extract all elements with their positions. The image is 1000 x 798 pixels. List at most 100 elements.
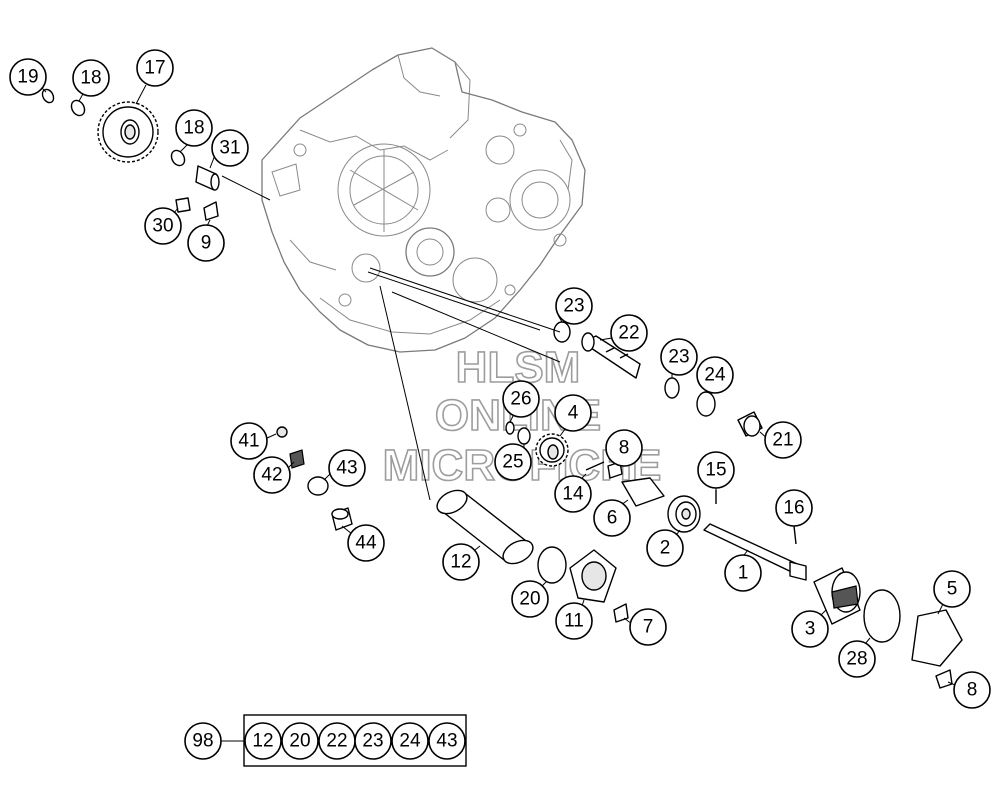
callout-20[interactable]: 20 [511,580,549,618]
svg-text:8: 8 [967,680,978,701]
svg-text:2: 2 [660,538,671,559]
svg-text:6: 6 [607,508,618,529]
svg-text:42: 42 [261,465,282,486]
svg-text:23: 23 [362,731,383,752]
plug-part-2 [331,507,353,531]
svg-text:8: 8 [619,438,630,459]
callout-22[interactable]: 22 [610,314,648,352]
callout-30[interactable]: 30 [144,207,182,245]
pin-part-3 [793,525,797,545]
kit-item-22[interactable]: 22 [318,722,356,760]
callout-12[interactable]: 12 [442,543,480,581]
svg-text:14: 14 [562,484,584,505]
svg-text:98: 98 [192,731,213,752]
callout-23-b[interactable]: 23 [660,338,698,376]
svg-text:5: 5 [947,579,958,600]
o-ring-part-3 [696,391,716,417]
svg-text:44: 44 [355,533,377,554]
callout-5[interactable]: 5 [933,570,971,608]
kit-item-23[interactable]: 23 [354,722,392,760]
svg-text:18: 18 [80,68,101,89]
svg-text:26: 26 [510,389,531,410]
svg-text:21: 21 [772,430,793,451]
svg-text:30: 30 [152,216,173,237]
callout-15[interactable]: 15 [697,451,735,489]
callout-7[interactable]: 7 [629,608,667,646]
callout-43[interactable]: 43 [328,449,366,487]
o-ring-part-4 [537,546,567,584]
filter-part [436,489,534,565]
callout-24[interactable]: 24 [696,356,734,394]
circlip-part-2 [505,421,515,435]
sleeve-part [195,165,220,191]
callout-19[interactable]: 19 [9,58,47,96]
callout-44[interactable]: 44 [347,524,385,562]
callout-18-b[interactable]: 18 [175,109,213,147]
callout-11[interactable]: 11 [555,602,593,640]
svg-text:22: 22 [326,731,347,752]
callout-41[interactable]: 41 [230,422,268,460]
svg-text:18: 18 [183,118,204,139]
kit-item-43[interactable]: 43 [428,722,466,760]
plate-part [621,477,665,507]
svg-text:20: 20 [289,731,310,752]
svg-text:23: 23 [563,296,584,317]
svg-text:9: 9 [201,233,212,254]
svg-text:15: 15 [705,460,726,481]
callout-17[interactable]: 17 [136,49,174,87]
callout-9[interactable]: 9 [187,224,225,262]
crankcase-illustration [261,47,586,353]
gear-part [97,101,159,163]
callout-8[interactable]: 8 [605,429,643,467]
plug-part [737,411,763,437]
part-drawings [41,88,963,689]
callout-28[interactable]: 28 [838,640,876,678]
svg-text:4: 4 [568,403,579,424]
callout-14[interactable]: 14 [554,475,592,513]
callout-23[interactable]: 23 [555,287,593,325]
callout-3[interactable]: 3 [791,610,829,648]
o-ring-part-2 [664,377,680,399]
callout-25[interactable]: 25 [494,443,532,481]
callout-16[interactable]: 16 [775,489,813,527]
svg-text:20: 20 [519,589,540,610]
svg-text:11: 11 [564,611,584,632]
svg-text:1: 1 [738,563,749,584]
svg-text:23: 23 [668,347,689,368]
callout-6[interactable]: 6 [593,499,631,537]
kit-item-12[interactable]: 12 [244,722,282,760]
svg-text:24: 24 [399,731,421,752]
svg-text:28: 28 [846,649,867,670]
seal-ring-part [307,476,329,496]
filter-cover-part [569,549,617,603]
callout-2[interactable]: 2 [646,529,684,567]
pump-shaft-part [703,523,807,581]
callout-31[interactable]: 31 [211,129,249,167]
rotor-part [667,495,701,533]
kit-box [243,714,467,767]
pump-gear-part [535,433,569,467]
kit-item-24[interactable]: 24 [391,722,429,760]
callout-42[interactable]: 42 [253,456,291,494]
callout-18[interactable]: 18 [72,59,110,97]
svg-text:16: 16 [783,498,804,519]
svg-text:31: 31 [219,138,240,159]
callout-26[interactable]: 26 [502,380,540,418]
callout-1[interactable]: 1 [724,554,762,592]
svg-text:12: 12 [450,552,471,573]
kit-item-20[interactable]: 20 [281,722,319,760]
svg-text:43: 43 [436,731,457,752]
washer-part-2 [170,149,186,167]
screw-part-3 [613,603,629,623]
callout-21[interactable]: 21 [764,421,802,459]
screw-part [175,197,191,213]
spring-part [289,449,305,469]
svg-text:17: 17 [144,58,165,79]
pin-part [585,461,605,471]
callout-8-b[interactable]: 8 [953,671,991,709]
svg-text:24: 24 [704,365,726,386]
o-ring-part [553,321,571,343]
callout-4[interactable]: 4 [554,394,592,432]
callout-98[interactable]: 98 [184,722,222,760]
